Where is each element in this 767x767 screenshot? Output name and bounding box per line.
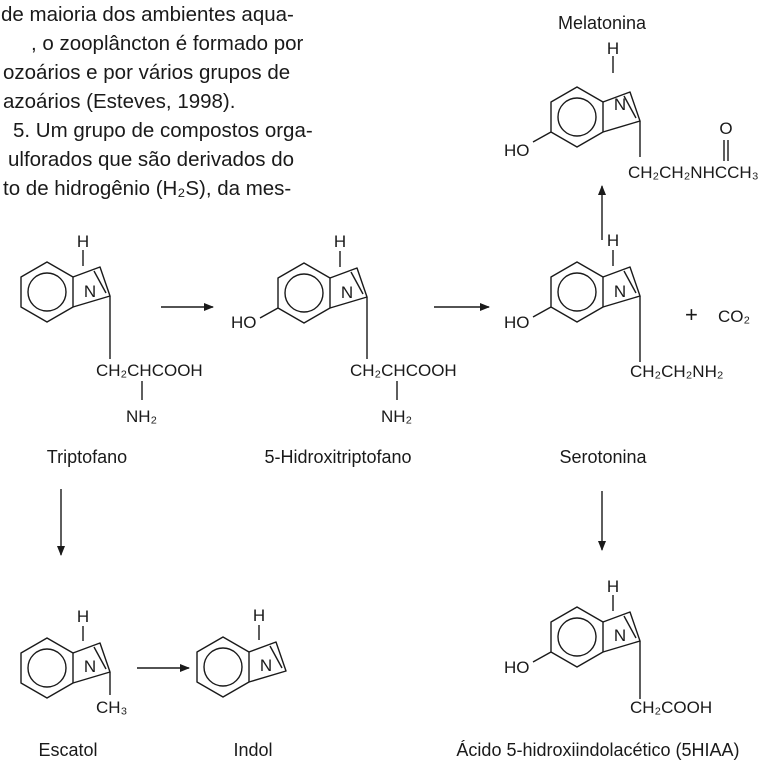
hidroxitriptofano-nh-n: N	[341, 283, 353, 302]
melatonina-nh-n: N	[614, 95, 626, 114]
hidroxitriptofano-name: 5-Hidroxitriptofano	[264, 447, 411, 467]
triptofano-structure: H N CH₂CHCOOH NH₂ Triptofano	[20, 232, 203, 467]
hidroxitriptofano-amine: NH₂	[381, 407, 412, 426]
hidroxitriptofano-structure: H N HO CH₂CHCOOH NH₂ 5-Hidroxitriptofano	[231, 232, 457, 467]
melatonina-carbonyl-o: O	[719, 119, 732, 138]
text-line: ozoários e por vários grupos de	[3, 61, 291, 84]
indol-nh-h: H	[253, 606, 265, 625]
plus-sign: +	[685, 302, 698, 327]
text-line: de maioria dos ambientes aqua-	[1, 3, 294, 26]
text-line: , o zooplâncton é formado por	[31, 32, 304, 55]
serotonina-ho: HO	[504, 313, 530, 332]
hidroxitriptofano-side-chain: CH₂CHCOOH	[350, 361, 457, 380]
triptofano-nh-n: N	[84, 282, 96, 301]
escatol-nh-n: N	[84, 657, 96, 676]
indol-nh-n: N	[260, 656, 272, 675]
melatonina-side-chain: CH₂CH₂NHCCH₃	[628, 163, 759, 182]
acido-side-chain: CH₂COOH	[630, 698, 712, 717]
acido-nh-n: N	[614, 626, 626, 645]
serotonina-nh-n: N	[614, 282, 626, 301]
triptofano-amine: NH₂	[126, 407, 157, 426]
acido-nh-h: H	[607, 577, 619, 596]
escatol-structure: H N CH₃ Escatol	[20, 607, 127, 760]
melatonina-structure: Melatonina H N HO CH₂CH₂NHCCH₃ O	[504, 13, 759, 182]
serotonina-side-chain: CH₂CH₂NH₂	[630, 362, 723, 381]
melatonina-name: Melatonina	[558, 13, 647, 33]
acido-name: Ácido 5-hidroxiindolacético (5HIAA)	[456, 740, 739, 760]
hidroxitriptofano-nh-h: H	[334, 232, 346, 251]
melatonina-ho: HO	[504, 141, 530, 160]
melatonina-nh-h: H	[607, 39, 619, 58]
indol-structure: H N Indol	[196, 606, 287, 760]
serotonina-nh-h: H	[607, 231, 619, 250]
escatol-methyl: CH₃	[96, 698, 127, 717]
triptofano-name: Triptofano	[47, 447, 127, 467]
text-line: azoários (Esteves, 1998).	[3, 90, 236, 113]
text-line: to de hidrogênio (H₂S), da mes-	[3, 177, 292, 200]
serotonina-structure: H N HO CH₂CH₂NH₂ Serotonina	[504, 231, 723, 467]
escatol-nh-h: H	[77, 607, 89, 626]
triptofano-nh-h: H	[77, 232, 89, 251]
acido-ho: HO	[504, 658, 530, 677]
indol-name: Indol	[233, 740, 272, 760]
acido-structure: H N HO CH₂COOH Ácido 5-hidroxiindolacéti…	[456, 577, 739, 760]
co2-label: CO₂	[718, 307, 750, 326]
triptofano-side-chain: CH₂CHCOOH	[96, 361, 203, 380]
text-line: ulforados que são derivados do	[8, 148, 295, 171]
text-line: 5. Um grupo de compostos orga-	[13, 119, 313, 142]
escatol-name: Escatol	[38, 740, 97, 760]
serotonina-name: Serotonina	[559, 447, 647, 467]
body-text-fragment: de maioria dos ambientes aqua- , o zoopl…	[0, 0, 390, 203]
hidroxitriptofano-ho: HO	[231, 313, 257, 332]
